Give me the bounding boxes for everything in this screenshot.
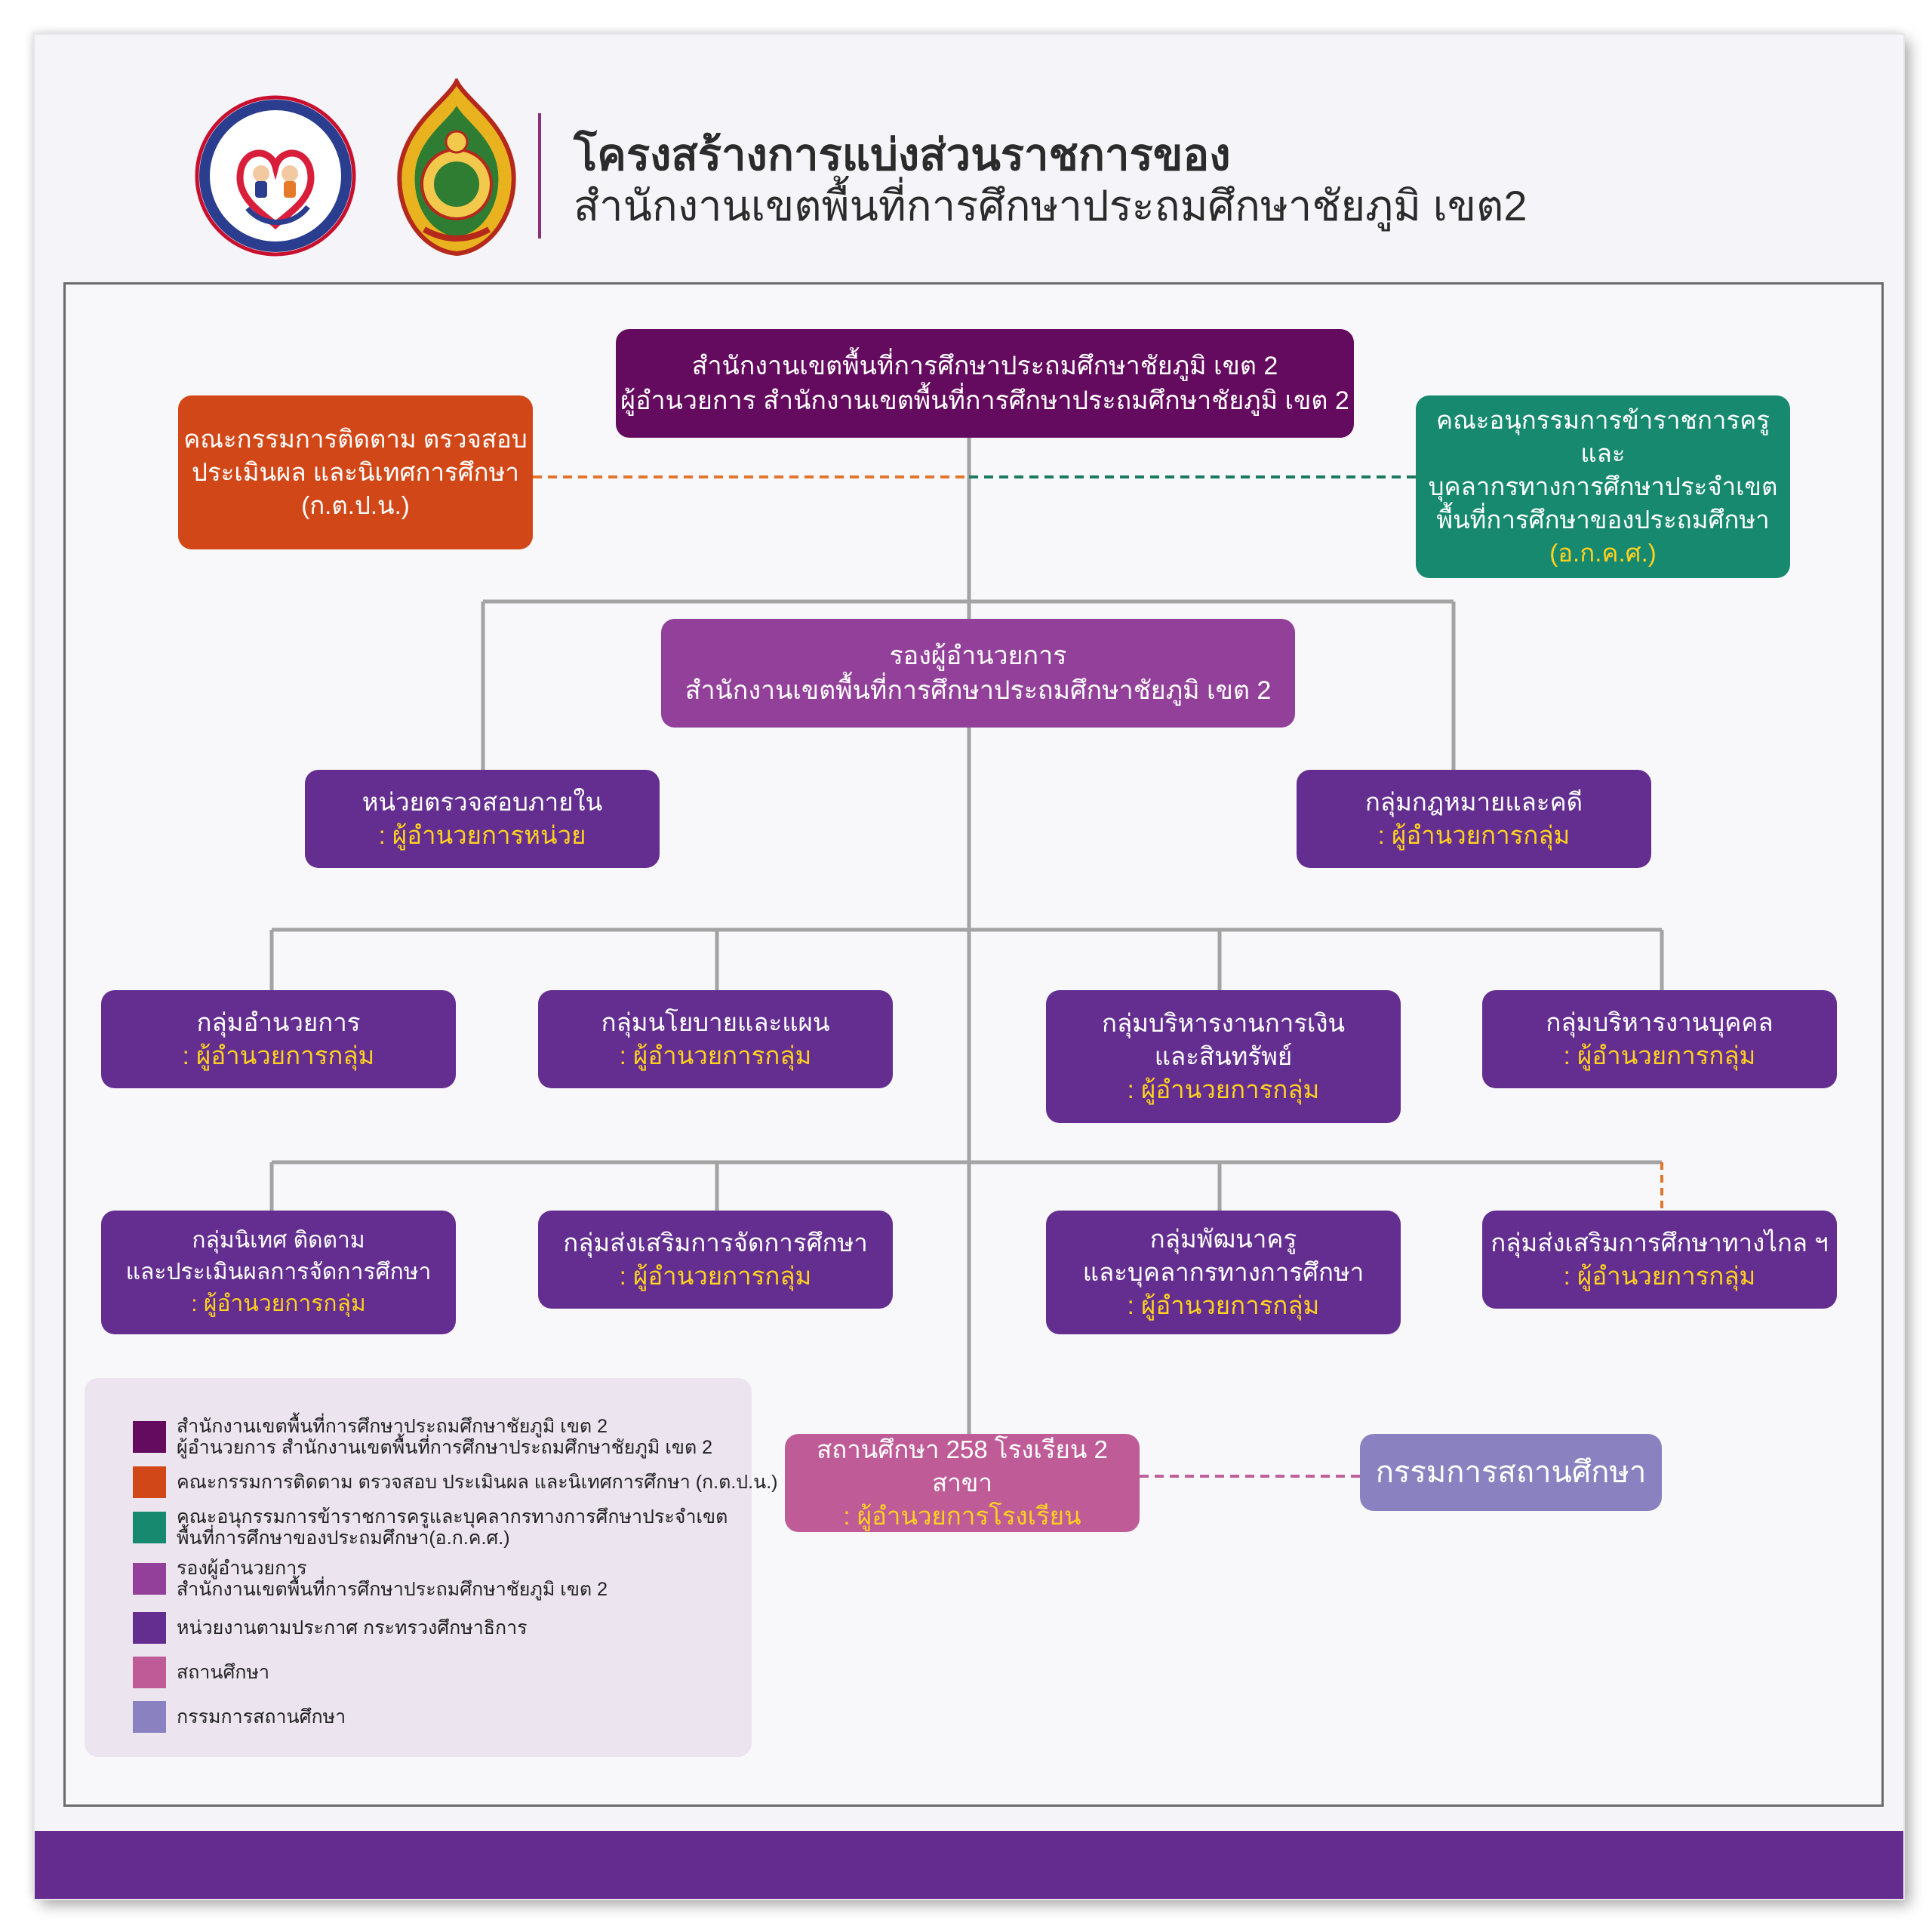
node-policy-line2: : ผู้อำนวยการกลุ่ม	[619, 1041, 812, 1069]
node-school-board: กรรมการสถานศึกษา	[1360, 1434, 1662, 1511]
node-deputy-line2: สำนักงานเขตพื้นที่การศึกษาประถมศึกษาชัยภ…	[685, 676, 1272, 705]
node-personnel-line2: : ผู้อำนวยการกลุ่ม	[1563, 1041, 1756, 1069]
node-school-line1: สถานศึกษา 258 โรงเรียน 2 สาขา	[817, 1435, 1108, 1497]
node-finance-line1: กลุ่มบริหารงานการเงิน	[1101, 1009, 1346, 1037]
legend-label: รองผู้อำนวยการ	[177, 1558, 307, 1579]
node-teacher-dev: กลุ่มพัฒนาครู และบุคลากรทางการศึกษา : ผู…	[1046, 1211, 1401, 1334]
legend-swatch	[133, 1612, 166, 1644]
node-school: สถานศึกษา 258 โรงเรียน 2 สาขา : ผู้อำนวย…	[785, 1434, 1140, 1532]
node-deputy-line1: รองผู้อำนวยการ	[889, 641, 1067, 670]
node-supervision-line1: กลุ่มนิเทศ ติดตาม	[192, 1228, 365, 1253]
node-policy: กลุ่มนโยบายและแผน : ผู้อำนวยการกลุ่ม	[538, 990, 893, 1088]
node-audit-line1: หน่วยตรวจสอบภายใน	[361, 788, 603, 816]
node-legal-line1: กลุ่มกฎหมายและคดี	[1364, 788, 1583, 816]
node-finance-line2: และสินทรัพย์	[1154, 1042, 1293, 1070]
obec-emblem-icon	[397, 78, 516, 257]
legend-label: คณะกรรมการติดตาม ตรวจสอบ ประเมินผล และนิ…	[177, 1472, 778, 1493]
node-supervision-line2: และประเมินผลการจัดการศึกษา	[125, 1260, 432, 1285]
node-school-line2: : ผู้อำนวยการโรงเรียน	[843, 1502, 1081, 1530]
node-distance: กลุ่มส่งเสริมการศึกษาทางไกล ฯ : ผู้อำนวย…	[1482, 1211, 1837, 1309]
node-distance-line1: กลุ่มส่งเสริมการศึกษาทางไกล ฯ	[1491, 1229, 1829, 1257]
legend-label: สถานศึกษา	[177, 1662, 270, 1683]
node-finance: กลุ่มบริหารงานการเงิน และสินทรัพย์ : ผู้…	[1046, 990, 1401, 1123]
node-admin: กลุ่มอำนวยการ : ผู้อำนวยการกลุ่ม	[101, 990, 456, 1088]
legend-item: รองผู้อำนวยการ สำนักงานเขตพื้นที่การศึกษ…	[133, 1558, 608, 1600]
node-director: สำนักงานเขตพื้นที่การศึกษาประถมศึกษาชัยภ…	[616, 329, 1354, 438]
node-finance-line3: : ผู้อำนวยการกลุ่ม	[1127, 1075, 1320, 1103]
legend-swatch	[133, 1701, 166, 1733]
legend-label: คณะอนุกรรมการข้าราชการครูและบุคลากรทางกา…	[177, 1506, 728, 1528]
legend-label: สำนักงานเขตพื้นที่การศึกษาประถมศึกษาชัยภ…	[177, 1579, 608, 1600]
legend-label: สำนักงานเขตพื้นที่การศึกษาประถมศึกษาชัยภ…	[177, 1416, 608, 1437]
node-legal: กลุ่มกฎหมายและคดี : ผู้อำนวยการกลุ่ม	[1297, 770, 1651, 868]
ethics-school-logo-icon	[195, 95, 356, 257]
node-school-board-line1: กรรมการสถานศึกษา	[1375, 1456, 1647, 1489]
node-audit: หน่วยตรวจสอบภายใน : ผู้อำนวยการหน่วย	[305, 770, 660, 868]
header-divider	[538, 113, 541, 238]
node-legal-line2: : ผู้อำนวยการกลุ่ม	[1377, 821, 1571, 849]
page-title: โครงสร้างการแบ่งส่วนราชการของ	[574, 131, 1231, 180]
legend-label: กรรมการสถานศึกษา	[177, 1706, 346, 1728]
legend-label: หน่วยงานตามประกาศ กระทรวงศึกษาธิการ	[177, 1617, 528, 1638]
legend-swatch	[133, 1466, 166, 1498]
page-subtitle: สำนักงานเขตพื้นที่การศึกษาประถมศึกษาชัยภ…	[574, 182, 1527, 229]
node-supervision-line3: : ผู้อำนวยการกลุ่ม	[191, 1291, 366, 1316]
legend-swatch	[133, 1563, 166, 1595]
node-promotion: กลุ่มส่งเสริมการจัดการศึกษา : ผู้อำนวยกา…	[538, 1211, 893, 1309]
legend-swatch	[133, 1657, 166, 1688]
node-ktpn-line1: คณะกรรมการติดตาม ตรวจสอบ	[183, 425, 528, 453]
node-ktpn: คณะกรรมการติดตาม ตรวจสอบ ประเมินผล และนิ…	[178, 395, 533, 549]
node-teacher-dev-line1: กลุ่มพัฒนาครู	[1149, 1225, 1297, 1253]
legend-item: หน่วยงานตามประกาศ กระทรวงศึกษาธิการ	[133, 1612, 528, 1644]
node-director-line2: ผู้อำนวยการ สำนักงานเขตพื้นที่การศึกษาปร…	[620, 386, 1349, 415]
node-ktpn-line3: (ก.ต.ป.น.)	[301, 491, 410, 519]
node-okpt-line3: พื้นที่การศึกษาของประถมศึกษา	[1436, 506, 1770, 534]
node-teacher-dev-line3: : ผู้อำนวยการกลุ่ม	[1127, 1291, 1320, 1319]
legend-swatch	[133, 1421, 166, 1453]
node-promotion-line2: : ผู้อำนวยการกลุ่ม	[619, 1262, 812, 1290]
legend-label: ผู้อำนวยการ สำนักงานเขตพื้นที่การศึกษาปร…	[177, 1437, 713, 1458]
legend-label: พื้นที่การศึกษาของประถมศึกษา(อ.ก.ค.ศ.)	[177, 1528, 510, 1549]
node-okpt-line2: บุคลากรทางการศึกษาประจำเขต	[1428, 472, 1778, 500]
legend: สำนักงานเขตพื้นที่การศึกษาประถมศึกษาชัยภ…	[85, 1378, 777, 1757]
node-supervision: กลุ่มนิเทศ ติดตาม และประเมินผลการจัดการศ…	[101, 1211, 456, 1334]
legend-swatch	[133, 1512, 166, 1543]
node-deputy: รองผู้อำนวยการ สำนักงานเขตพื้นที่การศึกษ…	[661, 619, 1295, 728]
node-audit-line2: : ผู้อำนวยการหน่วย	[378, 821, 586, 849]
legend-item: คณะอนุกรรมการข้าราชการครูและบุคลากรทางกา…	[133, 1506, 728, 1549]
node-teacher-dev-line2: และบุคลากรทางการศึกษา	[1082, 1258, 1364, 1286]
footer-bar	[35, 1831, 1903, 1899]
node-director-line1: สำนักงานเขตพื้นที่การศึกษาประถมศึกษาชัยภ…	[691, 352, 1278, 380]
node-personnel-line1: กลุ่มบริหารงานบุคคล	[1546, 1008, 1774, 1036]
node-okpt: คณะอนุกรรมการข้าราชการครูและ บุคลากรทางก…	[1416, 395, 1790, 578]
node-distance-line2: : ผู้อำนวยการกลุ่ม	[1563, 1262, 1756, 1290]
legend-item: กรรมการสถานศึกษา	[133, 1701, 346, 1733]
node-policy-line1: กลุ่มนโยบายและแผน	[601, 1008, 830, 1036]
node-okpt-line4: (อ.ก.ค.ศ.)	[1549, 539, 1657, 567]
node-okpt-line1: คณะอนุกรรมการข้าราชการครูและ	[1436, 406, 1770, 467]
legend-item: คณะกรรมการติดตาม ตรวจสอบ ประเมินผล และนิ…	[133, 1466, 777, 1498]
node-admin-line1: กลุ่มอำนวยการ	[196, 1008, 361, 1036]
legend-item: สถานศึกษา	[133, 1657, 269, 1688]
legend-item: สำนักงานเขตพื้นที่การศึกษาประถมศึกษาชัยภ…	[133, 1416, 712, 1458]
node-ktpn-line2: ประเมินผล และนิเทศการศึกษา	[192, 458, 519, 486]
node-promotion-line1: กลุ่มส่งเสริมการจัดการศึกษา	[563, 1229, 868, 1257]
node-admin-line2: : ผู้อำนวยการกลุ่ม	[182, 1041, 375, 1069]
node-personnel: กลุ่มบริหารงานบุคคล : ผู้อำนวยการกลุ่ม	[1482, 990, 1837, 1088]
